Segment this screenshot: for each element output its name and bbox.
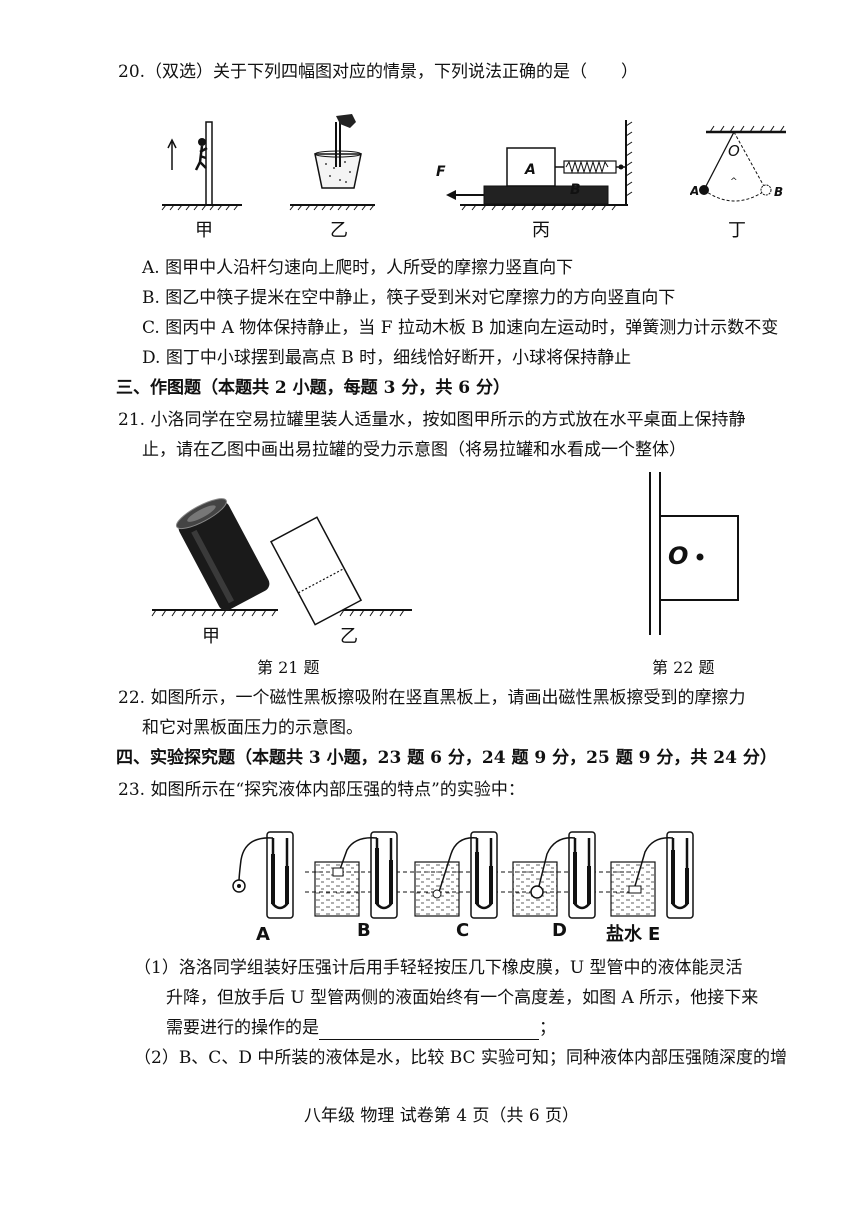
- label-F: F: [436, 164, 446, 180]
- q22-caption: 第 22 题: [652, 658, 715, 677]
- label-O-pendulum: O: [728, 142, 740, 160]
- svg-text:^: ^: [730, 177, 738, 187]
- section-3-heading: 三、作图题（本题共 2 小题，每题 3 分，共 6 分）: [116, 378, 510, 398]
- manometer-c: [414, 831, 498, 919]
- q23-part1-line3: 需要进行的操作的是 ；: [166, 1016, 556, 1040]
- q23-figure: [232, 831, 694, 919]
- manometer-a: [232, 831, 294, 919]
- q21-line2: 止，请在乙图中画出易拉罐的受力示意图（将易拉罐和水看成一个整体）: [142, 440, 686, 460]
- center-point: [696, 553, 704, 561]
- q22-figure: O: [649, 472, 739, 635]
- can-label-jia: 甲: [202, 626, 220, 647]
- label-B-pendulum: B: [774, 185, 783, 199]
- eraser-center-label: O: [668, 542, 688, 570]
- manometer-label-a: A: [256, 924, 270, 945]
- q23-part1-line3-text: 需要进行的操作的是: [166, 1018, 319, 1038]
- q23-part1-line2: 升降，但放手后 U 型管两侧的液面始终有一个高度差，如图 A 所示，他接下来: [166, 988, 759, 1008]
- fig-label-yi: 乙: [330, 220, 348, 241]
- manometer-label-c: C: [456, 920, 470, 941]
- q21-figures: [151, 498, 412, 626]
- figure-yi: [289, 114, 375, 211]
- manometer-d: [512, 831, 596, 919]
- q22-line1: 22. 如图所示，一个磁性黑板擦吸附在竖直黑板上，请画出磁性黑板擦受到的摩擦力: [118, 688, 746, 708]
- fig-label-bing: 丙: [532, 220, 550, 241]
- manometer-label-b: B: [357, 920, 371, 941]
- saltwater-label: 盐水: [606, 924, 642, 945]
- section-4-heading: 四、实验探究题（本题共 3 小题，23 题 6 分，24 题 9 分，25 题 …: [116, 748, 777, 768]
- fig-label-ding: 丁: [728, 220, 746, 241]
- fig-label-jia: 甲: [195, 220, 213, 241]
- q21-line1: 21. 小洛同学在空易拉罐里装人适量水，按如图甲所示的方式放在水平桌面上保持静: [118, 410, 746, 430]
- q23-part1-line1: （1）洛洛同学组装好压强计后用手轻轻按压几下橡皮膜，U 型管中的液体能灵活: [134, 958, 743, 978]
- q21-caption: 第 21 题: [257, 658, 320, 677]
- q22-line2: 和它对黑板面压力的示意图。: [142, 718, 363, 738]
- label-B: B: [570, 182, 581, 198]
- figure-ding: O A B ^: [690, 125, 786, 202]
- can-figure-yi: [270, 516, 412, 626]
- label-A-pendulum: A: [690, 184, 699, 198]
- figure-bing: F A B: [436, 120, 633, 211]
- q23-part2-line1: （2）B、C、D 中所装的液体是水，比较 BC 实验可知；同种液体内部压强随深度…: [134, 1048, 787, 1068]
- q20-option-d: D. 图丁中小球摆到最高点 B 时，细线恰好断开，小球将保持静止: [142, 348, 632, 368]
- manometer-label-d: D: [552, 920, 567, 941]
- figure-jia: [161, 121, 242, 211]
- page-footer: 八年级 物理 试卷第 4 页（共 6 页）: [304, 1106, 580, 1126]
- q23-part1-line3-end: ；: [539, 1018, 556, 1038]
- manometer-label-e: E: [648, 924, 661, 945]
- can-figure-jia: [151, 498, 278, 617]
- q20-figures: F A B: [161, 114, 633, 211]
- q20-option-a: A. 图甲中人沿杆匀速向上爬时，人所受的摩擦力竖直向下: [142, 258, 574, 278]
- label-A: A: [524, 162, 536, 178]
- q23-stem: 23. 如图所示在“探究液体内部压强的特点”的实验中：: [118, 780, 525, 800]
- can-label-yi: 乙: [340, 626, 358, 647]
- q20-option-b: B. 图乙中筷子提米在空中静止，筷子受到米对它摩擦力的方向竖直向下: [142, 288, 676, 308]
- q20-option-c: C. 图丙中 A 物体保持静止，当 F 拉动木板 B 加速向左运动时，弹簧测力计…: [142, 318, 779, 338]
- answer-blank[interactable]: [319, 1023, 539, 1040]
- manometer-b: [314, 831, 398, 919]
- q20-stem: 20.（双选）关于下列四幅图对应的情景，下列说法正确的是（ ）: [118, 62, 639, 82]
- manometer-e: [610, 831, 694, 919]
